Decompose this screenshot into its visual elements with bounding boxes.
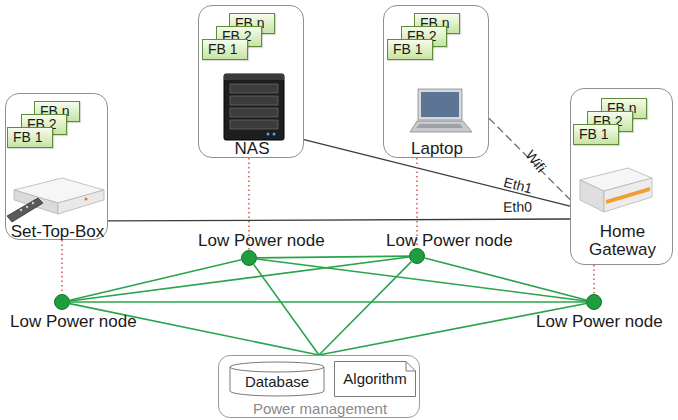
device-box: Home GatewayFB nFB 2FB 1 <box>570 88 673 265</box>
device-box: NASFB nFB 2FB 1 <box>198 5 304 158</box>
nas-illustration <box>224 74 284 140</box>
device-box: Set-Top-BoxFB nFB 2FB 1 <box>5 93 108 240</box>
low-power-node: Low Power node <box>409 248 425 264</box>
connector-line <box>254 264 319 355</box>
low-power-node: Low Power node <box>586 294 602 310</box>
low-power-node: Low Power node <box>241 250 257 266</box>
remote-button <box>20 209 22 211</box>
laptop-lid <box>418 89 462 120</box>
node-circle <box>242 251 257 266</box>
laptop-illustration <box>410 89 472 132</box>
stb-side-face <box>58 190 104 214</box>
function-block-label: FB 1 <box>574 125 609 144</box>
function-block-card: FB 1 <box>202 39 248 60</box>
device-label: Set-Top-Box <box>6 223 109 241</box>
laptop-keyboard <box>416 124 463 128</box>
nas-chassis <box>224 74 284 140</box>
remote-button <box>32 202 34 204</box>
cylinder-body <box>230 362 324 396</box>
gateway-illustration <box>580 168 652 212</box>
function-block-label: FB 1 <box>388 40 423 59</box>
node-label: Low Power node <box>198 231 325 251</box>
nas-led <box>273 133 276 136</box>
nas-top <box>224 74 284 80</box>
remote-control <box>7 198 43 222</box>
node-outline <box>409 248 425 264</box>
connector-line <box>593 265 595 294</box>
node-circle <box>55 295 70 310</box>
algorithm-document: Algorithm <box>334 361 416 397</box>
stb-led <box>84 197 87 200</box>
document-fold <box>406 362 416 372</box>
node-outline <box>54 294 70 310</box>
connector-line <box>70 301 586 303</box>
connector-line <box>489 118 570 199</box>
connector-line <box>70 260 241 300</box>
database-cylinder: Database <box>229 361 325 397</box>
function-block-card: FB 1 <box>387 39 433 60</box>
node-label: Low Power node <box>536 312 663 332</box>
function-block-card: FB 1 <box>573 124 619 145</box>
low-power-node: Low Power node <box>54 294 70 310</box>
laptop-screen <box>421 92 459 117</box>
nas-drive-bay <box>230 120 278 129</box>
set-top-box-illustration <box>7 178 104 222</box>
connector-line <box>257 256 409 258</box>
cylinder-rim <box>230 367 324 372</box>
device-box: LaptopFB nFB 2FB 1 <box>383 5 489 158</box>
function-block-label: FB 1 <box>203 40 238 59</box>
connector-line <box>425 258 587 300</box>
power-management-box: Power management Database Algorithm <box>218 355 420 418</box>
connector-line <box>319 262 411 355</box>
gateway-stripe <box>606 187 650 204</box>
component-label: Algorithm <box>334 361 416 397</box>
device-label: NAS <box>199 140 305 158</box>
nas-drive-bay <box>230 84 278 93</box>
device-label: Laptop <box>384 140 490 158</box>
remote-button <box>26 206 28 208</box>
link-label: Eth0 <box>503 198 532 215</box>
nas-led <box>267 133 270 136</box>
function-block-card: FB 1 <box>7 127 53 148</box>
node-circle <box>410 249 425 264</box>
link-label: Wifi <box>522 147 549 175</box>
connector-line <box>108 219 570 221</box>
laptop-base <box>410 121 472 132</box>
connector-line <box>304 140 570 206</box>
node-label: Low Power node <box>10 312 137 332</box>
connector-line <box>61 240 63 294</box>
node-circle <box>587 295 602 310</box>
node-label: Low Power node <box>386 231 513 251</box>
nas-drive-bay <box>230 96 278 105</box>
gateway-front-face <box>580 180 604 212</box>
connector-line <box>70 257 409 301</box>
node-outline <box>586 294 602 310</box>
link-label: Eth1 <box>502 174 534 196</box>
group-label: Power management <box>219 400 421 417</box>
gateway-side-face <box>604 178 652 212</box>
node-outline <box>241 250 257 266</box>
connector-line <box>257 259 586 301</box>
nas-drive-bay <box>230 108 278 117</box>
component-label: Database <box>229 370 325 394</box>
function-block-label: FB 1 <box>8 128 43 147</box>
device-label: Home Gateway <box>583 223 663 259</box>
document-page <box>335 362 416 397</box>
